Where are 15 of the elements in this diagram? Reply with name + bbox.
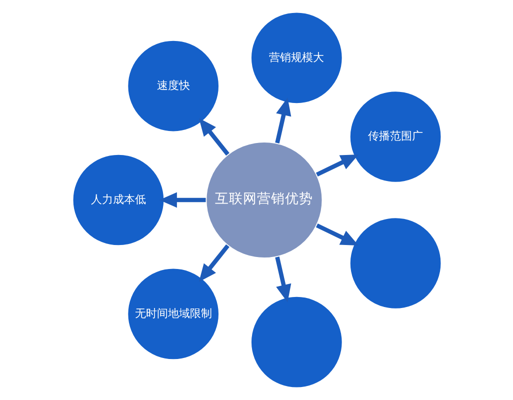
arrow <box>315 154 358 177</box>
arrow <box>274 98 291 144</box>
node-circle: 人力成本低 <box>71 153 165 247</box>
arrow <box>198 118 229 156</box>
arrow <box>315 223 358 246</box>
node-circle <box>348 216 442 310</box>
node-circle: 营销规模大 <box>249 11 344 105</box>
node-circle: 传播范围广 <box>348 90 442 184</box>
arrow <box>274 256 291 302</box>
node-circle: 无时间地域限制 <box>126 267 220 361</box>
arrow <box>198 244 229 282</box>
node-circle <box>249 295 344 389</box>
arrow <box>158 192 206 208</box>
node-circle: 速度快 <box>126 39 220 133</box>
node-circle: 互联网营销优势 <box>204 140 323 260</box>
